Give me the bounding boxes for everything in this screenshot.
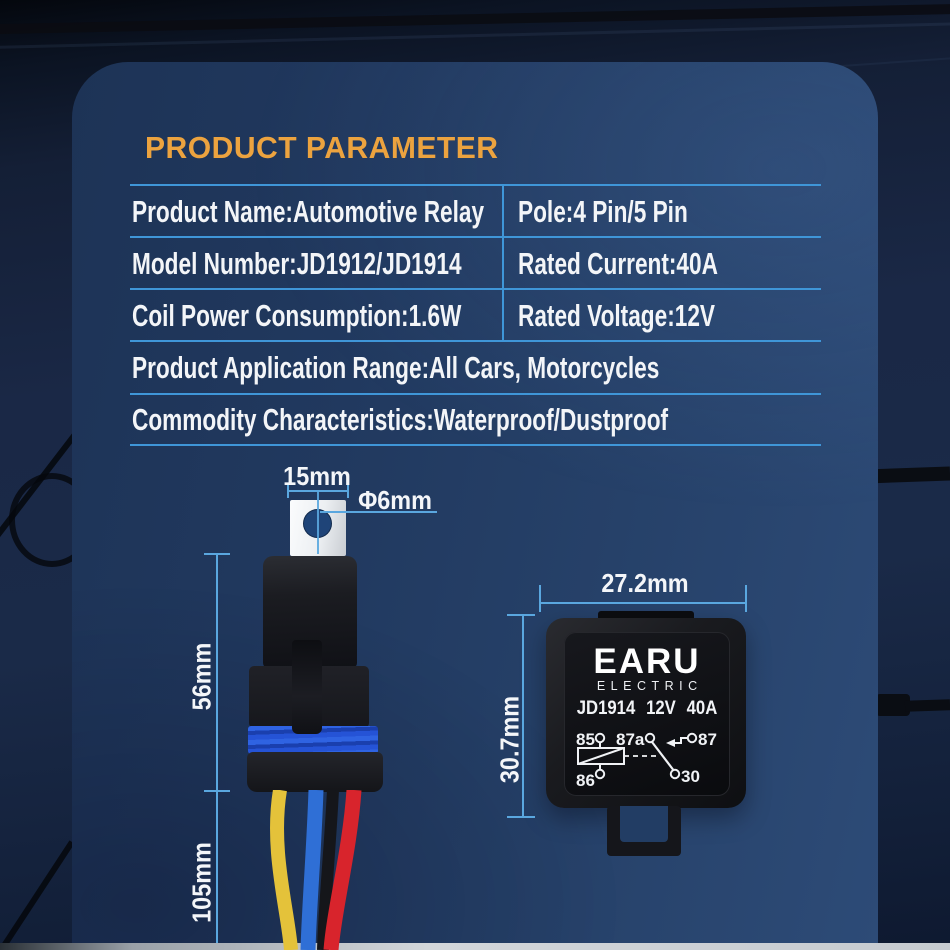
brand-sub-text: ELECTRIC (596, 679, 703, 693)
dim-tick (347, 483, 349, 498)
background-cable-right-upper (865, 466, 950, 484)
pin-87-terminal (686, 732, 698, 744)
table-line (130, 444, 821, 446)
dim-tick (204, 553, 230, 555)
spec-rated-current: Rated Current:40A (518, 246, 718, 281)
table-line (130, 393, 821, 395)
bottom-edge-strip (0, 943, 950, 950)
spec-application-range: Product Application Range:All Cars, Moto… (132, 350, 660, 385)
relay-label-panel: EARU ELECTRIC JD1914 12V 40A 85 86 87a 3… (564, 632, 730, 796)
background-cable-right-lower (904, 699, 950, 712)
dim-label-hole-diameter: Φ6mm (358, 485, 432, 515)
pin-87a-terminal (644, 732, 656, 744)
dim-tick (507, 816, 535, 818)
wire-harness (270, 790, 362, 950)
page-title: PRODUCT PARAMETER (145, 130, 499, 165)
coil-diagonal (577, 747, 625, 765)
relay-socket (247, 752, 383, 792)
spec-pole: Pole:4 Pin/5 Pin (518, 194, 688, 229)
wire-yellow (270, 790, 298, 950)
dim-tick (287, 483, 289, 498)
cube-bottom-bracket-cutout (620, 806, 668, 842)
pin-87-label: 87 (698, 730, 717, 749)
dim-label-cube-width: 27.2mm (601, 568, 689, 598)
table-row: Commodity Characteristics:Waterproof/Dus… (130, 394, 821, 446)
switch-arm (651, 741, 674, 771)
pin-30-terminal (669, 768, 681, 780)
pin-30-label: 30 (681, 767, 700, 786)
table-column-divider (502, 184, 504, 341)
pin-87-arrowhead (666, 739, 675, 747)
dim-hole-pointer-line (320, 511, 437, 513)
table-row: Product Name:Automotive Relay Pole:4 Pin… (130, 186, 821, 238)
table-line (130, 288, 821, 290)
dim-line-cube-width (540, 602, 747, 604)
dim-tick (539, 585, 541, 612)
dim-label-cube-height: 30.7mm (494, 695, 525, 784)
table-row: Coil Power Consumption:1.6W Rated Voltag… (130, 290, 821, 342)
dim-tick (507, 614, 535, 616)
connector-latch-clip (292, 640, 322, 734)
table-row: Product Application Range:All Cars, Moto… (130, 342, 821, 394)
dim-line-tab-width (288, 490, 348, 492)
dim-line-height-wires (216, 553, 218, 950)
spec-model-number: Model Number:JD1912/JD1914 (132, 246, 462, 281)
model-rating-text: JD1914 12V 40A (576, 698, 718, 719)
pin-86-label: 86 (576, 771, 595, 790)
dim-label-wire-length: 105mm (186, 842, 217, 923)
spec-characteristics: Commodity Characteristics:Waterproof/Dus… (132, 402, 669, 437)
wire-blue (300, 790, 324, 950)
table-line (130, 340, 821, 342)
spec-table: Product Name:Automotive Relay Pole:4 Pin… (130, 184, 821, 446)
pin-85-terminal (594, 732, 606, 744)
spec-coil-power: Coil Power Consumption:1.6W (132, 298, 462, 333)
relay-circuit-diagram: 85 86 87a 30 87 (576, 730, 717, 790)
content-panel (72, 62, 878, 950)
brand-logo: EARU (593, 642, 701, 681)
wire-black (317, 790, 339, 950)
table-line (130, 236, 821, 238)
spec-product-name: Product Name:Automotive Relay (132, 194, 485, 229)
spec-rated-voltage: Rated Voltage:12V (518, 298, 716, 333)
dim-label-body-height: 56mm (186, 642, 217, 711)
pin-87-arrow-line (674, 737, 688, 744)
pin-86-terminal (594, 768, 606, 780)
wire-red (323, 790, 362, 950)
dim-tick (745, 585, 747, 612)
dim-tick (204, 790, 230, 792)
dim-hole-center-line (317, 492, 319, 554)
background-cable-right-lower-connector (876, 694, 910, 716)
table-line (130, 184, 821, 186)
dim-line-cube-height (522, 615, 524, 818)
pin-85-label: 85 (576, 730, 595, 749)
table-row: Model Number:JD1912/JD1914 Rated Current… (130, 238, 821, 290)
dim-label-tab-width: 15mm (283, 461, 351, 491)
pin-87a-label: 87a (616, 730, 645, 749)
